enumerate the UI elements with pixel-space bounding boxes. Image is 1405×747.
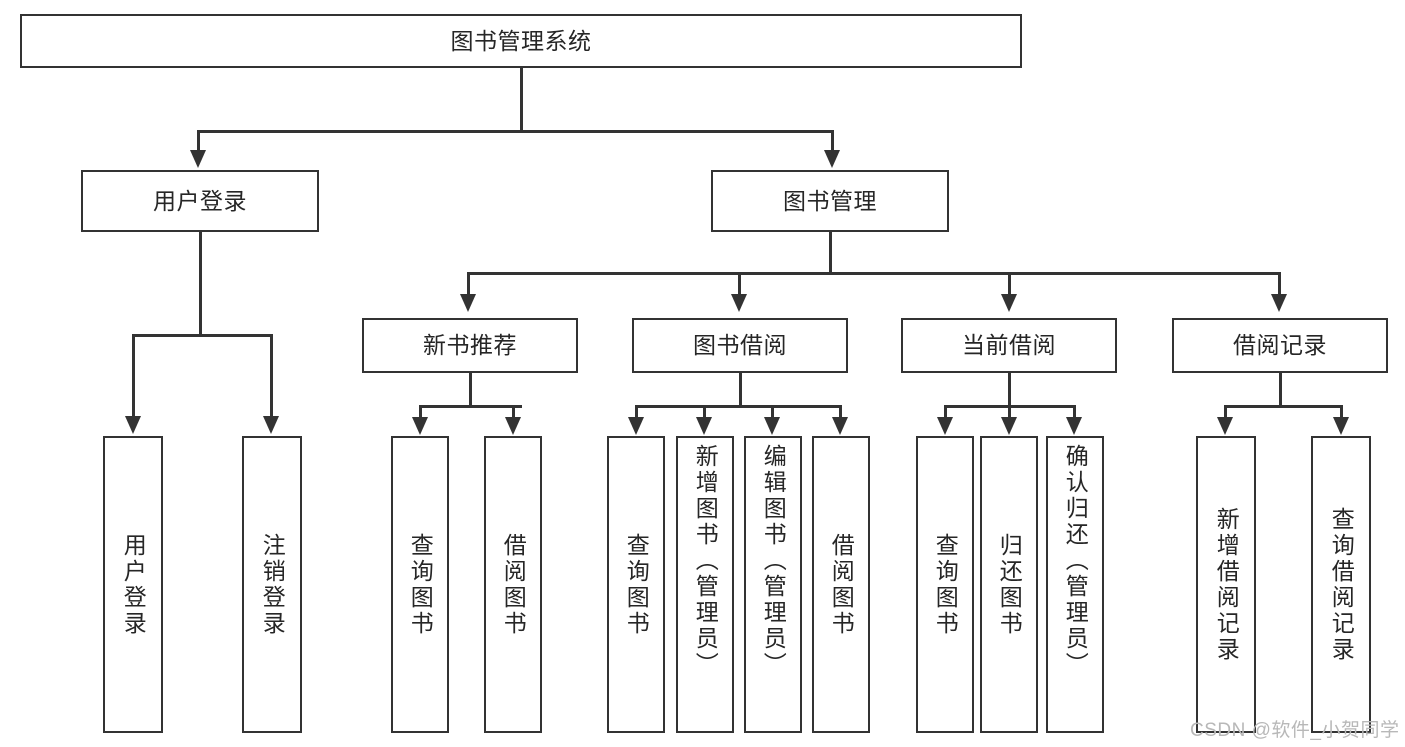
leaf-current-borrow-query-book[interactable]: 查询图书 [916,436,974,733]
connector-book-manage-to-book-borrow [738,272,741,296]
leaf-book-borrow-edit-book-admin[interactable]: 编辑图书（管理员） [744,436,802,733]
arrow-current-borrow-to-leaf-2 [1001,417,1017,435]
arrow-book-borrow-to-leaf-2 [696,417,712,435]
leaf-borrow-record-add-record[interactable]: 新增借阅记录 [1196,436,1256,733]
connector-new-book-to-leaf-2 [512,405,515,419]
connector-book-borrow-to-leaf-1 [635,405,638,419]
connector-current-borrow-stem [1008,373,1011,407]
connector-book-borrow-bar [635,405,842,408]
connector-current-borrow-to-leaf-1 [944,405,947,419]
connector-book-borrow-stem [739,373,742,407]
connector-new-book-to-leaf-1 [419,405,422,419]
node-root-system[interactable]: 图书管理系统 [20,14,1022,68]
connector-book-borrow-to-leaf-3 [771,405,774,419]
csdn-watermark: CSDN @软件_小贺同学 [1190,720,1400,741]
arrow-book-manage-to-book-borrow [731,294,747,312]
leaf-user-login-login[interactable]: 用户登录 [103,436,163,733]
arrow-user-login-to-leaf-2 [263,416,279,434]
connector-book-manage-to-borrow-record [1278,272,1281,296]
leaf-book-borrow-query-book[interactable]: 查询图书 [607,436,665,733]
arrow-new-book-to-leaf-2 [505,417,521,435]
connector-current-borrow-to-leaf-2 [1008,405,1011,419]
connector-new-book-stem [469,373,472,407]
node-book-manage[interactable]: 图书管理 [711,170,949,232]
connector-user-login-bar [132,334,270,337]
connector-user-login-stem [199,232,202,336]
connector-new-book-bar [419,405,522,408]
node-new-book-recommend[interactable]: 新书推荐 [362,318,578,373]
connector-borrow-record-to-leaf-2 [1340,405,1343,419]
leaf-new-book-query-book[interactable]: 查询图书 [391,436,449,733]
arrow-borrow-record-to-leaf-2 [1333,417,1349,435]
connector-borrow-record-stem [1279,373,1282,407]
connector-user-login-to-leaf-2 [270,334,273,418]
node-borrow-record[interactable]: 借阅记录 [1172,318,1388,373]
connector-book-borrow-to-leaf-2 [703,405,706,419]
connector-root-stem [520,68,523,132]
arrow-new-book-to-leaf-1 [412,417,428,435]
arrow-borrow-record-to-leaf-1 [1217,417,1233,435]
arrow-book-borrow-to-leaf-4 [832,417,848,435]
connector-current-borrow-to-leaf-3 [1073,405,1076,419]
arrow-user-login-to-leaf-1 [125,416,141,434]
connector-root-bar [197,130,834,133]
node-book-borrow[interactable]: 图书借阅 [632,318,848,373]
leaf-book-borrow-add-book-admin[interactable]: 新增图书（管理员） [676,436,734,733]
connector-user-login-to-leaf-1 [132,334,135,418]
leaf-borrow-record-query-record[interactable]: 查询借阅记录 [1311,436,1371,733]
arrow-current-borrow-to-leaf-1 [937,417,953,435]
connector-borrow-record-bar [1224,405,1342,408]
connector-borrow-record-to-leaf-1 [1224,405,1227,419]
leaf-current-borrow-return-book[interactable]: 归还图书 [980,436,1038,733]
leaf-book-borrow-borrow-book[interactable]: 借阅图书 [812,436,870,733]
arrow-book-manage-to-current-borrow [1001,294,1017,312]
arrow-book-borrow-to-leaf-1 [628,417,644,435]
arrow-book-manage-to-new-book [460,294,476,312]
connector-book-manage-bar [467,272,1280,275]
arrow-root-to-book-manage [824,150,840,168]
connector-book-borrow-to-leaf-4 [839,405,842,419]
node-current-borrow[interactable]: 当前借阅 [901,318,1117,373]
connector-root-to-user-login [197,130,200,152]
arrow-root-to-user-login [190,150,206,168]
arrow-book-manage-to-borrow-record [1271,294,1287,312]
connector-book-manage-stem [829,232,832,274]
leaf-new-book-borrow-book[interactable]: 借阅图书 [484,436,542,733]
arrow-book-borrow-to-leaf-3 [764,417,780,435]
node-user-login[interactable]: 用户登录 [81,170,319,232]
leaf-user-login-logout[interactable]: 注销登录 [242,436,302,733]
connector-book-manage-to-current-borrow [1008,272,1011,296]
arrow-current-borrow-to-leaf-3 [1066,417,1082,435]
connector-root-to-book-manage [831,130,834,152]
leaf-current-borrow-confirm-return-admin[interactable]: 确认归还（管理员） [1046,436,1104,733]
connector-book-manage-to-new-book [467,272,470,296]
